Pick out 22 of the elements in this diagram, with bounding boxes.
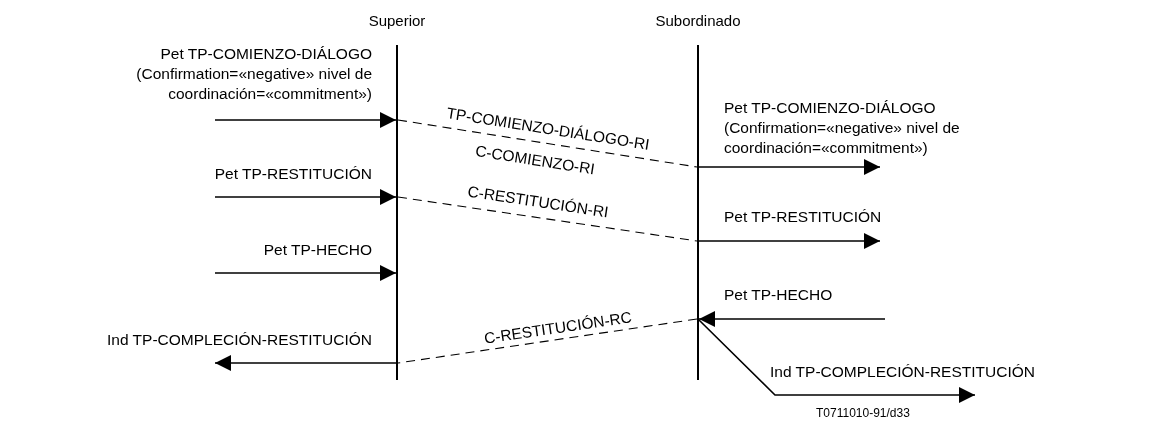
- message-arrow: [214, 265, 397, 281]
- message-label: Pet TP-RESTITUCIÓN: [214, 164, 372, 184]
- message-label: Pet TP-RESTITUCIÓN: [724, 207, 882, 227]
- message-arrow: [214, 189, 397, 205]
- dashed-message-line: [397, 119, 698, 168]
- message-arrow: [214, 355, 397, 371]
- message-label: Pet TP-COMIENZO-DIÁLOGO (Confirmation=«negative» nivel de coordinación=«commitment»): [135, 44, 372, 104]
- message-label: Pet TP-HECHO: [724, 285, 833, 305]
- dashed-message-line: [397, 196, 698, 242]
- message-arrow: [698, 319, 976, 403]
- message-label: Ind TP-COMPLECIÓN-RESTITUCIÓN: [770, 362, 1035, 382]
- message-arrow: [698, 233, 881, 249]
- message-arrow: [214, 112, 397, 128]
- message-arrow: [698, 159, 881, 175]
- figure-reference: T0711010-91/d33: [816, 405, 910, 421]
- message-label: Pet TP-COMIENZO-DIÁLOGO (Confirmation=«negative» nivel de coordinación=«commitment»): [724, 98, 961, 158]
- dashed-message-line: [397, 318, 698, 364]
- message-arrow: [698, 311, 886, 327]
- lifeline-title: Subordinado: [654, 11, 742, 31]
- message-label: Pet TP-HECHO: [263, 240, 372, 260]
- lifeline-title: Superior: [367, 11, 427, 31]
- message-label: Ind TP-COMPLECIÓN-RESTITUCIÓN: [107, 330, 372, 350]
